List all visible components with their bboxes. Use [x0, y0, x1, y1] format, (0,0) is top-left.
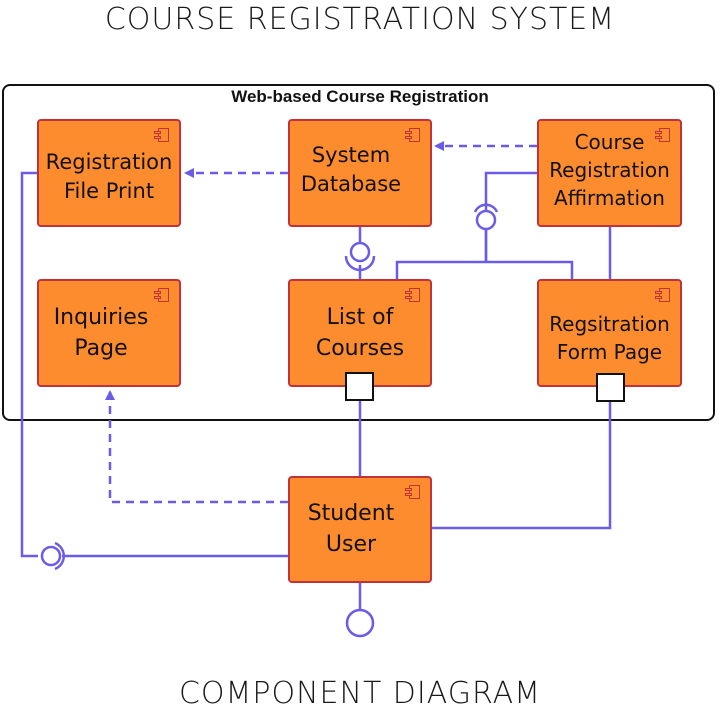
diagram-subtitle: COMPONENT DIAGRAM: [178, 676, 542, 711]
component-student-user[interactable]: Student User: [288, 476, 432, 583]
db-provided-interface: [349, 241, 371, 263]
system-boundary-label: Web-based Course Registration: [231, 87, 489, 106]
component-label: Registration File Print: [45, 150, 173, 203]
component-icon: [655, 288, 670, 302]
affirmation-socket: [473, 203, 499, 213]
system-boundary: [2, 84, 715, 421]
component-registration-form-page[interactable]: Regsitration Form Page: [537, 279, 682, 387]
component-icon: [405, 485, 420, 499]
component-label: Student User: [307, 501, 395, 557]
diagram-title: COURSE REGISTRATION SYSTEM: [104, 2, 616, 37]
list-of-courses-port: [345, 372, 374, 401]
component-label: System Database: [300, 143, 402, 196]
form-to-student-line: [432, 400, 612, 530]
component-label: Inquiries Page: [53, 305, 149, 361]
component-icon: [154, 128, 169, 142]
component-label: Course Registration Affirmation: [549, 130, 670, 210]
component-label: List of Courses: [315, 305, 405, 361]
socket-bus: [395, 260, 574, 280]
registration-form-port: [596, 373, 625, 402]
component-course-registration-affirmation[interactable]: Course Registration Affirmation: [537, 119, 682, 227]
component-icon: [655, 128, 670, 142]
component-list-of-courses[interactable]: List of Courses: [288, 279, 432, 387]
component-icon: [154, 288, 169, 302]
fileprint-required-socket: [54, 541, 65, 571]
component-registration-file-print[interactable]: Registration File Print: [37, 119, 181, 227]
student-provided-interface-left: [40, 545, 62, 567]
component-inquiries-page[interactable]: Inquiries Page: [37, 279, 181, 387]
fileprint-to-student-line: [20, 171, 38, 558]
dependency-student-to-inquiries: [105, 390, 288, 504]
component-icon: [405, 128, 420, 142]
student-provided-interface-bottom: [345, 608, 375, 638]
component-label: Regsitration Form Page: [549, 312, 670, 364]
component-icon: [405, 288, 420, 302]
component-system-database[interactable]: System Database: [288, 119, 432, 227]
